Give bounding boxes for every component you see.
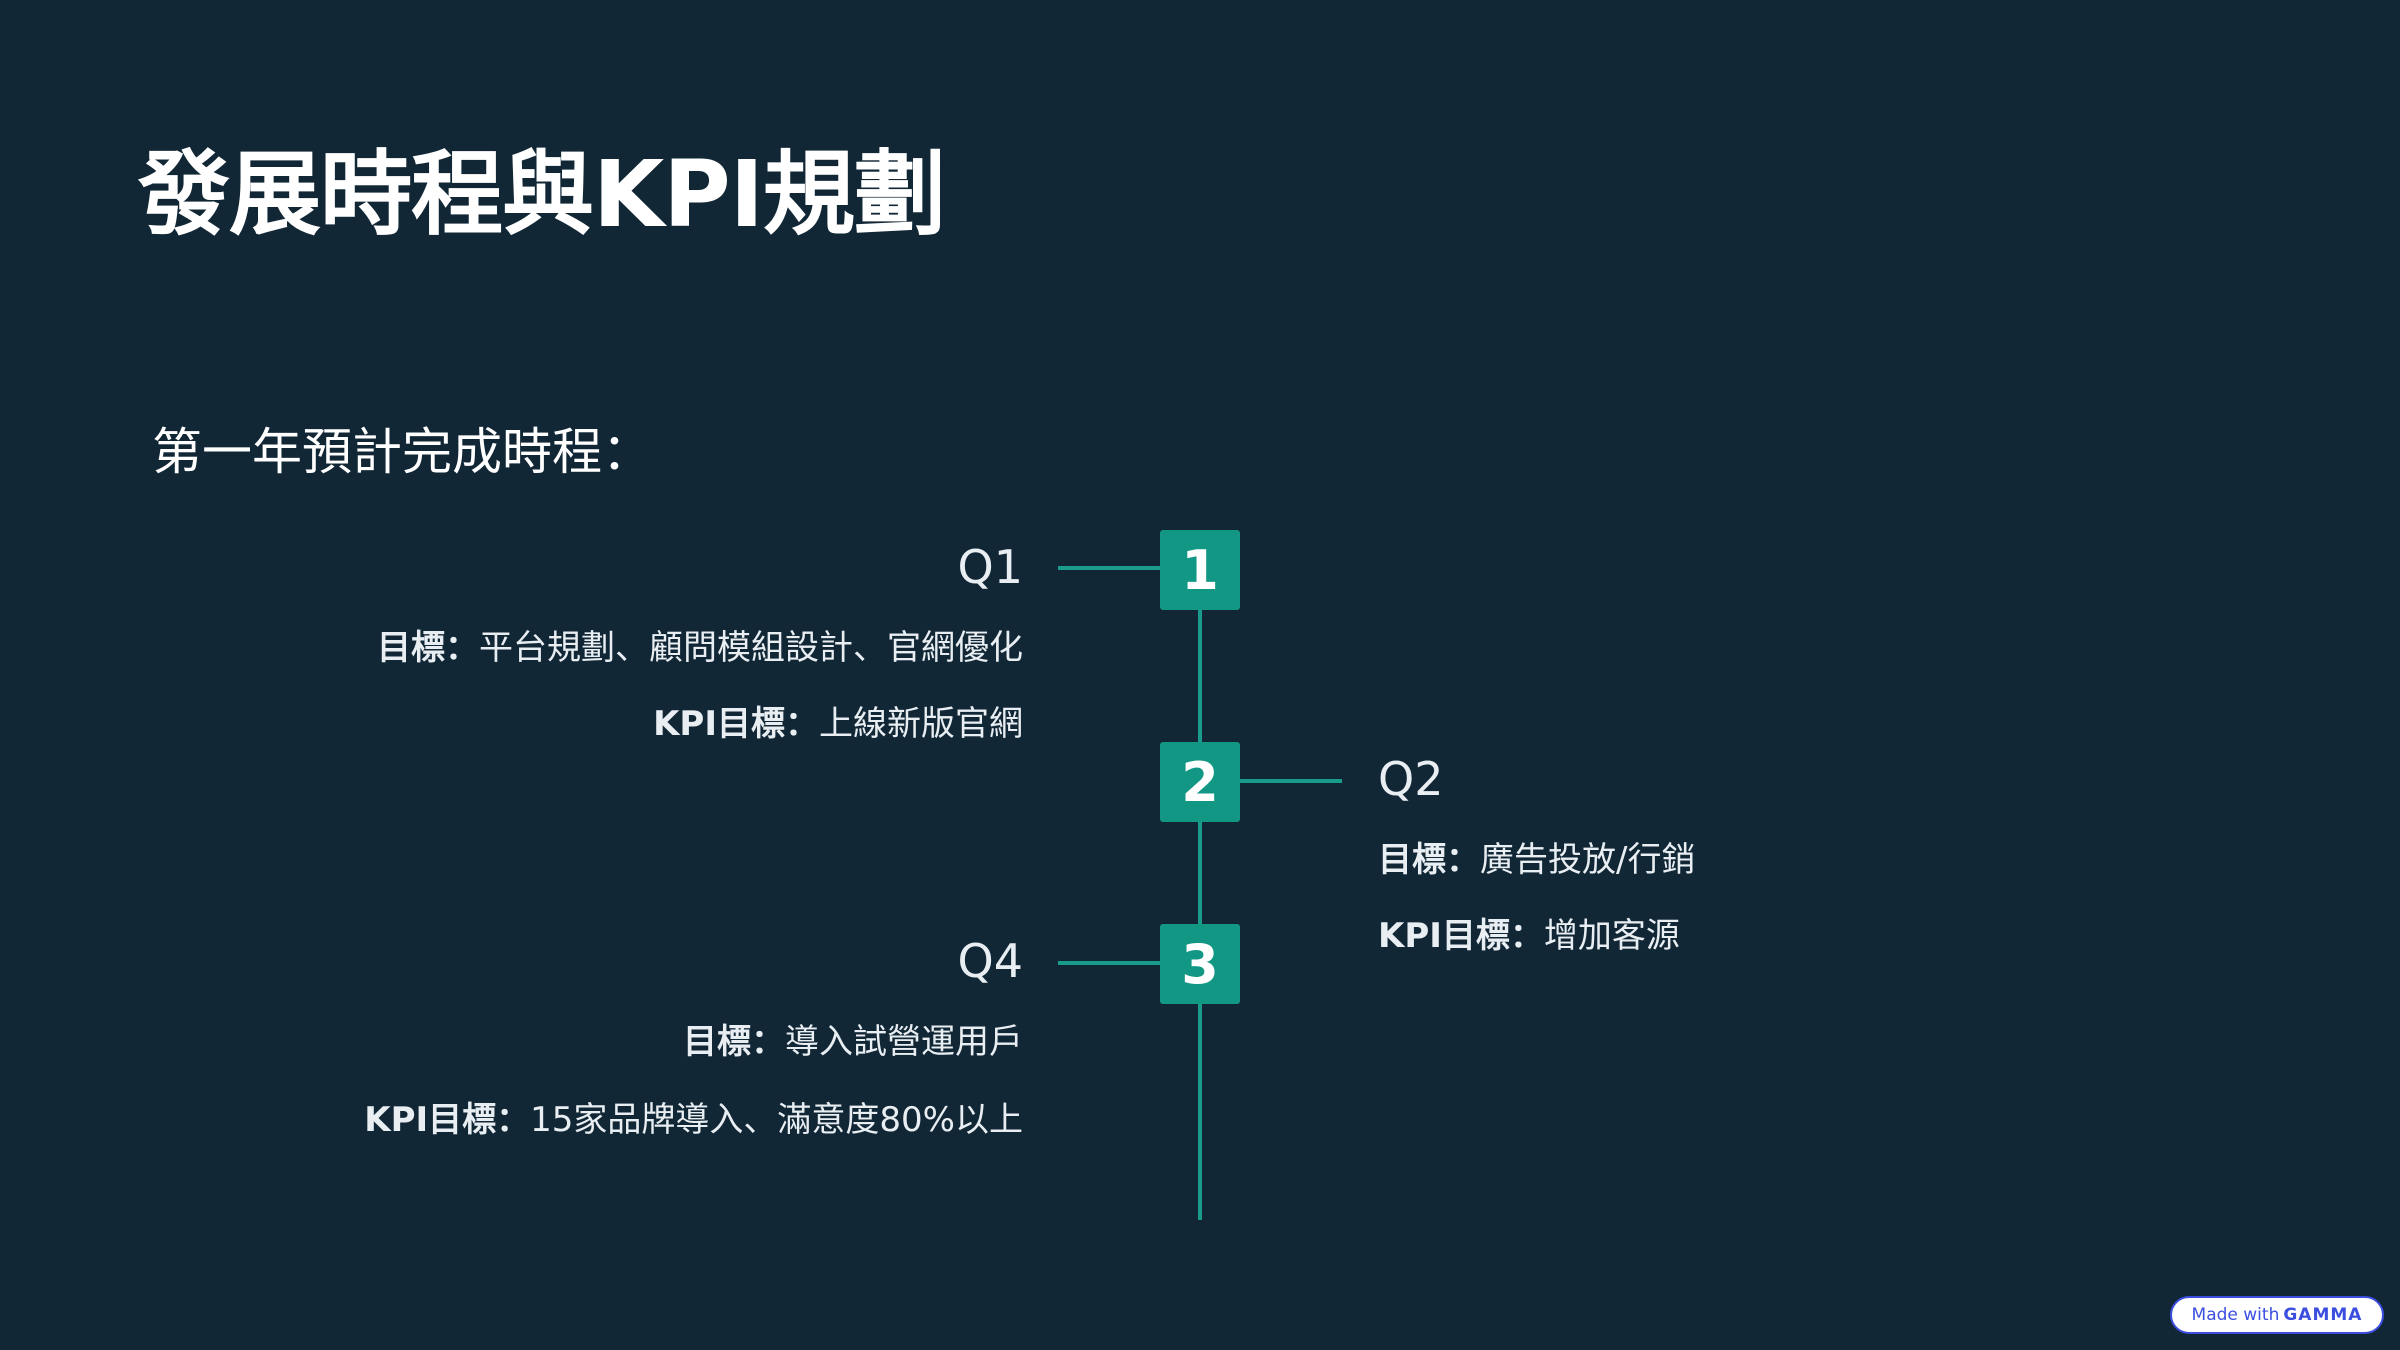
- step-marker-2: 2: [1160, 742, 1240, 822]
- timeline-connector-2: [1240, 779, 1342, 783]
- quarter-label-3: Q4: [957, 934, 1023, 988]
- kpi-text: 上線新版官網: [819, 704, 1023, 744]
- step-marker-1: 1: [1160, 530, 1240, 610]
- goal-text: 平台規劃、顧問模組設計、官網優化: [479, 628, 1023, 668]
- kpi-line-2: KPI目標：增加客源: [1378, 908, 1680, 957]
- goal-line-1: 目標：平台規劃、顧問模組設計、官網優化: [377, 620, 1023, 669]
- badge-prefix: Made with: [2191, 1305, 2280, 1325]
- timeline-connector-3: [1058, 961, 1160, 965]
- kpi-label: KPI目標：: [364, 1100, 531, 1140]
- kpi-text: 增加客源: [1543, 916, 1680, 956]
- quarter-label-2: Q2: [1378, 752, 1444, 806]
- kpi-label: KPI目標：: [1378, 916, 1544, 956]
- kpi-line-1: KPI目標：上線新版官網: [653, 696, 1023, 745]
- step-marker-3: 3: [1160, 924, 1240, 1004]
- gamma-logo: GAMMA: [2283, 1305, 2363, 1325]
- goal-label: 目標：: [1378, 840, 1480, 880]
- goal-line-2: 目標：廣告投放/行銷: [1378, 832, 1695, 881]
- kpi-label: KPI目標：: [653, 704, 819, 744]
- goal-label: 目標：: [683, 1022, 785, 1062]
- goal-text: 導入試營運用戶: [785, 1022, 1023, 1062]
- timeline-connector-1: [1058, 566, 1160, 570]
- goal-line-3: 目標：導入試營運用戶: [683, 1014, 1023, 1063]
- goal-text: 廣告投放/行銷: [1480, 840, 1696, 880]
- timeline-spine: [1198, 570, 1202, 1220]
- goal-label: 目標：: [377, 628, 479, 668]
- page-title: 發展時程與KPI規劃: [138, 141, 946, 248]
- kpi-text: 15家品牌導入、滿意度80%以上: [530, 1100, 1023, 1140]
- section-subtitle: 第一年預計完成時程：: [152, 423, 652, 481]
- quarter-label-1: Q1: [957, 540, 1023, 594]
- kpi-line-3: KPI目標：15家品牌導入、滿意度80%以上: [364, 1092, 1023, 1141]
